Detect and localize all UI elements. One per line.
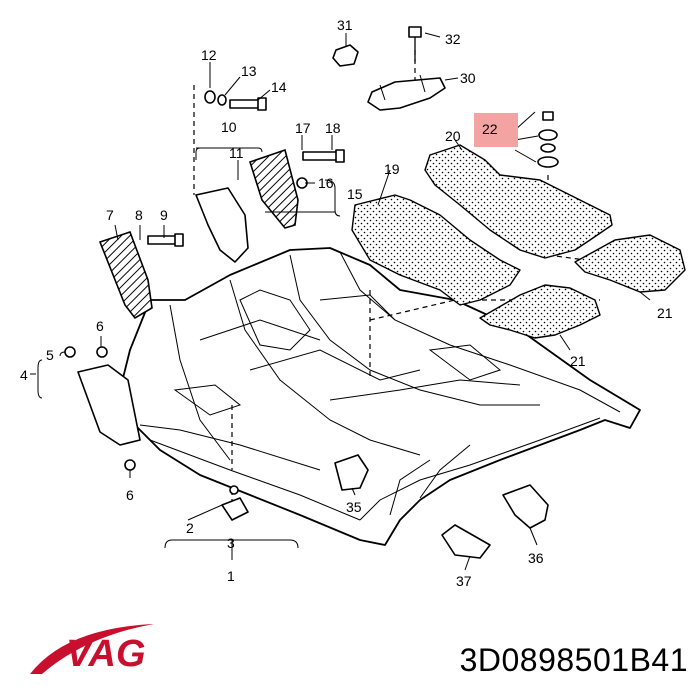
callout-19: 19 bbox=[384, 161, 400, 177]
trim-panel-15 bbox=[249, 148, 299, 229]
callout-36: 36 bbox=[528, 550, 544, 566]
callout-10: 10 bbox=[221, 119, 237, 135]
callout-8: 8 bbox=[135, 207, 143, 223]
trim-part-35 bbox=[334, 454, 369, 491]
floor-carpet bbox=[119, 247, 641, 546]
trim-panel-10 bbox=[195, 187, 249, 263]
callout-31: 31 bbox=[337, 17, 353, 33]
callout-12: 12 bbox=[201, 47, 217, 63]
callout-highlight-22 bbox=[474, 113, 518, 147]
callout-6-bottom: 6 bbox=[126, 487, 134, 503]
vag-logo: VAG bbox=[30, 624, 154, 675]
callout-13: 13 bbox=[241, 63, 257, 79]
mounting-clip bbox=[367, 74, 446, 111]
callout-35: 35 bbox=[346, 499, 362, 515]
callout-17: 17 bbox=[295, 120, 311, 136]
callout-4: 4 bbox=[20, 367, 28, 383]
trim-part-37 bbox=[441, 524, 491, 559]
callout-16: 16 bbox=[318, 175, 334, 191]
nut-31 bbox=[332, 44, 359, 67]
callout-18: 18 bbox=[325, 120, 341, 136]
callout-37: 37 bbox=[456, 573, 472, 589]
leader-lines bbox=[100, 32, 651, 571]
callout-1: 1 bbox=[227, 568, 235, 584]
trim-part-36 bbox=[502, 484, 549, 529]
floor-mat-rear-right bbox=[574, 234, 686, 293]
clip-2-3 bbox=[221, 485, 249, 521]
callout-2: 2 bbox=[186, 520, 194, 536]
floor-mat-front-left bbox=[351, 194, 521, 306]
callout-15: 15 bbox=[347, 186, 363, 202]
brackets bbox=[30, 147, 341, 560]
bolt-9 bbox=[147, 233, 184, 247]
trim-panel-7 bbox=[98, 230, 153, 320]
callout-9: 9 bbox=[160, 207, 168, 223]
callout-14: 14 bbox=[271, 79, 287, 95]
callout-30: 30 bbox=[460, 70, 476, 86]
callout-5: 5 bbox=[46, 347, 54, 363]
screw-32 bbox=[408, 26, 422, 62]
trim-panel-4 bbox=[77, 364, 141, 446]
vag-logo-text: VAG bbox=[66, 633, 146, 675]
washers-12-13 bbox=[204, 90, 227, 106]
callout-21-right: 21 bbox=[657, 305, 673, 321]
callout-3: 3 bbox=[227, 535, 235, 551]
callout-22: 22 bbox=[482, 121, 498, 137]
nuts-5-6 bbox=[64, 346, 136, 471]
mat-fastener-stack bbox=[537, 111, 559, 168]
callout-21-left: 21 bbox=[570, 353, 586, 369]
callout-32: 32 bbox=[445, 31, 461, 47]
part-number: 3D0898501B41 bbox=[459, 642, 688, 678]
callout-20: 20 bbox=[445, 128, 461, 144]
bolt-14 bbox=[229, 97, 267, 111]
floor-mat-front-right bbox=[424, 144, 613, 259]
callout-7: 7 bbox=[106, 207, 114, 223]
callout-11: 11 bbox=[229, 145, 244, 161]
floor-mat-rear-left bbox=[479, 284, 601, 339]
callout-6-top: 6 bbox=[96, 318, 104, 334]
bolt-17-18 bbox=[302, 149, 345, 163]
